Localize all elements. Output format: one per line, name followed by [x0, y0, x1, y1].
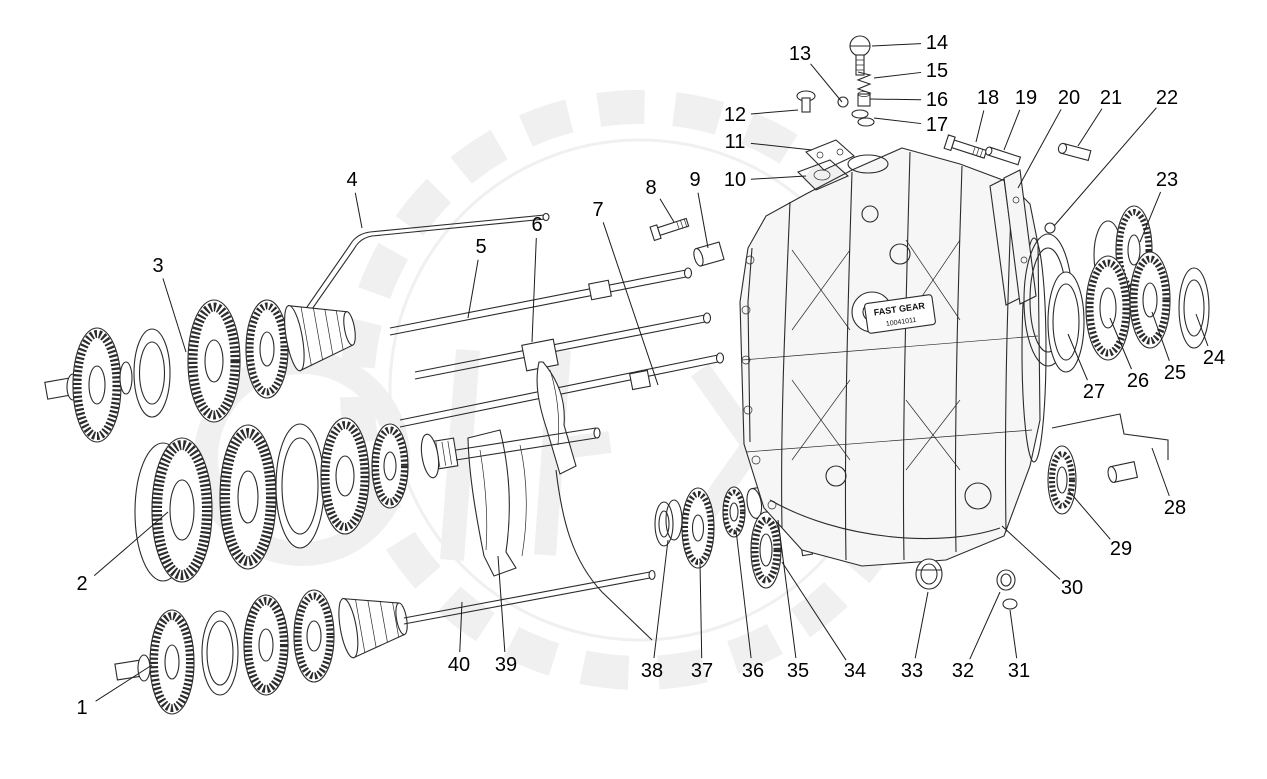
cover-gasket [797, 159, 850, 191]
callout-10: 10 [723, 169, 747, 191]
lower-countershaft-cluster [114, 569, 656, 715]
callout-15: 15 [925, 60, 949, 82]
callout-20: 20 [1057, 87, 1081, 109]
callout-8: 8 [645, 177, 657, 199]
callout-9: 9 [689, 169, 701, 191]
callout-7: 7 [592, 199, 604, 221]
callout-4: 4 [346, 169, 358, 191]
callout-24: 24 [1202, 347, 1226, 369]
bent-rod [1051, 413, 1169, 460]
callout-26: 26 [1126, 370, 1150, 392]
shift-rails [389, 267, 725, 428]
shift-fork-large [467, 429, 527, 577]
callout-35: 35 [786, 660, 810, 682]
callout-5: 5 [475, 236, 487, 258]
upper-countershaft-cluster [44, 299, 356, 443]
callout-28: 28 [1163, 497, 1187, 519]
callout-39: 39 [494, 654, 518, 676]
callout-19: 19 [1014, 87, 1038, 109]
callout-22: 22 [1155, 87, 1179, 109]
callout-31: 31 [1007, 660, 1031, 682]
selector-rod [261, 212, 550, 376]
callout-33: 33 [900, 660, 924, 682]
id-plate: FAST GEAR 10041011 [864, 294, 936, 334]
callout-3: 3 [152, 255, 164, 277]
main-housing: FAST GEAR 10041011 [739, 147, 1047, 567]
callout-16: 16 [925, 89, 949, 111]
callout-34: 34 [843, 660, 867, 682]
callout-30: 30 [1060, 577, 1084, 599]
callout-17: 17 [925, 114, 949, 136]
shift-fork-small [536, 361, 577, 475]
right-fasteners-and-plates [943, 134, 1169, 483]
callout-21: 21 [1099, 87, 1123, 109]
callout-13: 13 [788, 43, 812, 65]
id-plate-number: 10041011 [886, 317, 917, 328]
interlock-plate [1003, 169, 1037, 305]
callout-25: 25 [1163, 362, 1187, 384]
top-cover-parts [796, 35, 875, 191]
left-fasteners [649, 217, 725, 267]
callout-6: 6 [531, 214, 543, 236]
output-gear-set [1023, 205, 1210, 515]
callout-38: 38 [640, 660, 664, 682]
callout-11: 11 [724, 131, 746, 153]
callout-36: 36 [741, 660, 765, 682]
callout-29: 29 [1109, 538, 1133, 560]
callout-14: 14 [925, 32, 949, 54]
callout-40: 40 [447, 654, 471, 676]
interlock-pin [1044, 222, 1056, 234]
callout-32: 32 [951, 660, 975, 682]
callout-12: 12 [723, 104, 747, 126]
mainshaft-gear-cluster [134, 417, 601, 583]
callout-27: 27 [1082, 381, 1106, 403]
callout-1: 1 [76, 697, 88, 719]
breather-plug [796, 90, 816, 113]
callout-18: 18 [976, 87, 1000, 109]
callout-37: 37 [690, 660, 714, 682]
callout-23: 23 [1155, 169, 1179, 191]
drain-plugs [915, 558, 1018, 610]
callout-2: 2 [76, 573, 88, 595]
